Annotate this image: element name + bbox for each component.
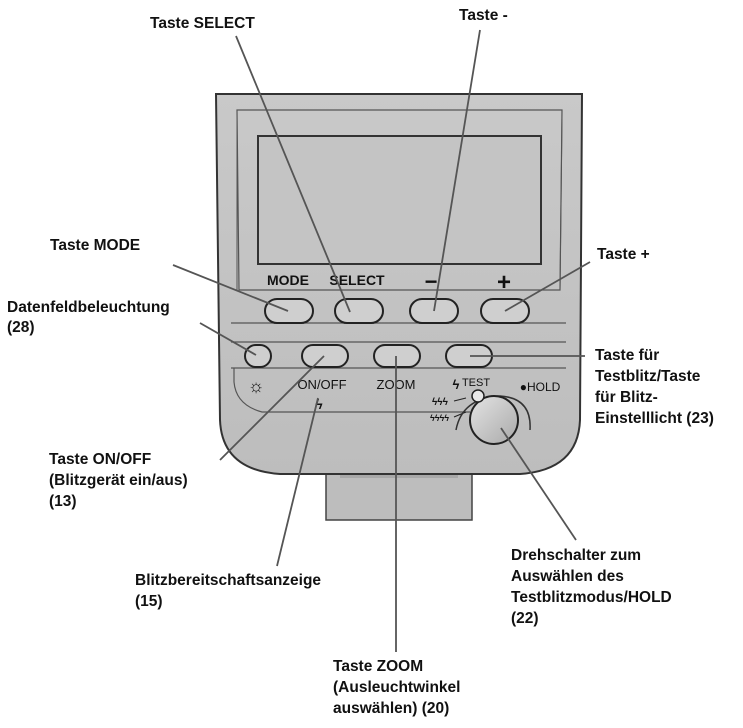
callout-minus: Taste - bbox=[459, 7, 508, 24]
hold-label: ●HOLD bbox=[520, 380, 561, 394]
callout-dial: Drehschalter zum Auswählen des Testblitz… bbox=[511, 547, 672, 627]
callout-illumination: Datenfeldbeleuchtung (28) bbox=[7, 299, 170, 336]
plus-label: + bbox=[497, 269, 511, 296]
multi-flash-icon: ϟϟϟ bbox=[432, 397, 449, 408]
callout-select: Taste SELECT bbox=[150, 15, 255, 32]
callout-plus: Taste + bbox=[597, 246, 650, 263]
minus-label: − bbox=[425, 269, 438, 294]
ready-light-icon: ϟ bbox=[315, 396, 323, 412]
callout-on-off: Taste ON/OFF (Blitzgerät ein/aus) (13) bbox=[49, 451, 188, 510]
leader-lines bbox=[172, 29, 591, 652]
on-off-label: ON/OFF bbox=[297, 377, 346, 392]
callout-mode: Taste MODE bbox=[50, 237, 141, 254]
zoom-button[interactable] bbox=[373, 344, 421, 368]
callout-zoom: Taste ZOOM (Ausleuchtwinkel auswählen) (… bbox=[333, 658, 461, 717]
test-mode-dial[interactable] bbox=[455, 389, 531, 445]
mounting-foot bbox=[325, 467, 473, 521]
test-flash-icon: ϟ bbox=[453, 377, 460, 392]
lcd-screen bbox=[257, 135, 542, 265]
on-off-button[interactable] bbox=[301, 344, 349, 368]
callout-test: Taste für Testblitz/Taste für Blitz- Ein… bbox=[595, 347, 714, 427]
repeat-flash-icon: ϟϟϟϟ bbox=[430, 413, 449, 423]
select-label: SELECT bbox=[329, 272, 385, 288]
illumination-button[interactable] bbox=[244, 344, 272, 368]
callout-ready: Blitzbereitschaftsanzeige (15) bbox=[135, 572, 322, 610]
test-label: TEST bbox=[462, 377, 490, 389]
mode-label: MODE bbox=[267, 272, 309, 288]
illumination-icon: ☼ bbox=[248, 376, 265, 396]
mode-button[interactable] bbox=[264, 298, 314, 324]
select-button[interactable] bbox=[334, 298, 384, 324]
